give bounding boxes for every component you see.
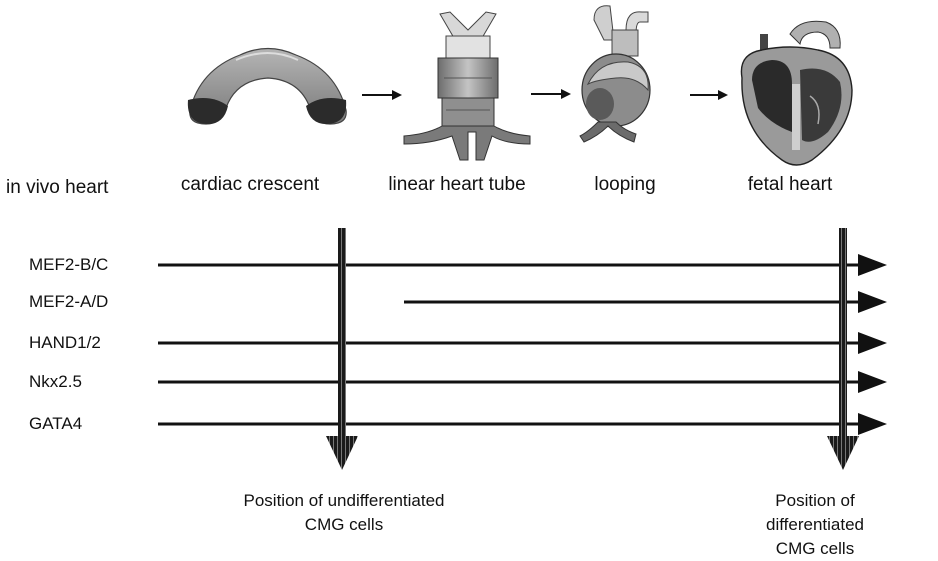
- caption-undifferentiated-position: Position of undifferentiated CMG cells: [244, 489, 445, 537]
- expression-arrow-nkx2-5: [158, 371, 887, 393]
- stage-transition-arrows: [362, 89, 728, 100]
- stage-label-linear-heart-tube: linear heart tube: [388, 174, 525, 196]
- gene-label-mef2-bc: MEF2-B/C: [29, 255, 108, 275]
- gene-label-nkx2-5: Nkx2.5: [29, 372, 82, 392]
- gene-expression-arrows: [158, 254, 887, 435]
- caption-line: CMG cells: [244, 513, 445, 537]
- gene-label-gata4: GATA4: [29, 414, 82, 434]
- expression-arrow-hand1-2: [158, 332, 887, 354]
- caption-line: Position of differentiated: [754, 489, 877, 537]
- stage-label-fetal-heart: fetal heart: [748, 174, 833, 196]
- cardiac-crescent-illustration: [188, 49, 346, 125]
- expression-arrow-gata4: [158, 413, 887, 435]
- linear-heart-tube-illustration: [404, 12, 530, 160]
- heart-development-diagram: [0, 0, 938, 533]
- expression-arrow-mef2-ad: [404, 291, 887, 313]
- stage-label-looping: looping: [594, 174, 655, 196]
- caption-line: Position of undifferentiated: [244, 489, 445, 513]
- stage-label-cardiac-crescent: cardiac crescent: [181, 174, 319, 196]
- caption-line: CMG cells: [754, 537, 877, 561]
- row-label-in-vivo-heart: in vivo heart: [6, 177, 108, 199]
- looping-heart-illustration: [580, 6, 650, 142]
- caption-differentiated-position: Position of differentiated CMG cells: [754, 489, 877, 561]
- expression-arrow-mef2-bc: [158, 254, 887, 276]
- gene-label-mef2-ad: MEF2-A/D: [29, 292, 108, 312]
- fetal-heart-illustration: [741, 21, 852, 165]
- gene-label-hand1-2: HAND1/2: [29, 333, 101, 353]
